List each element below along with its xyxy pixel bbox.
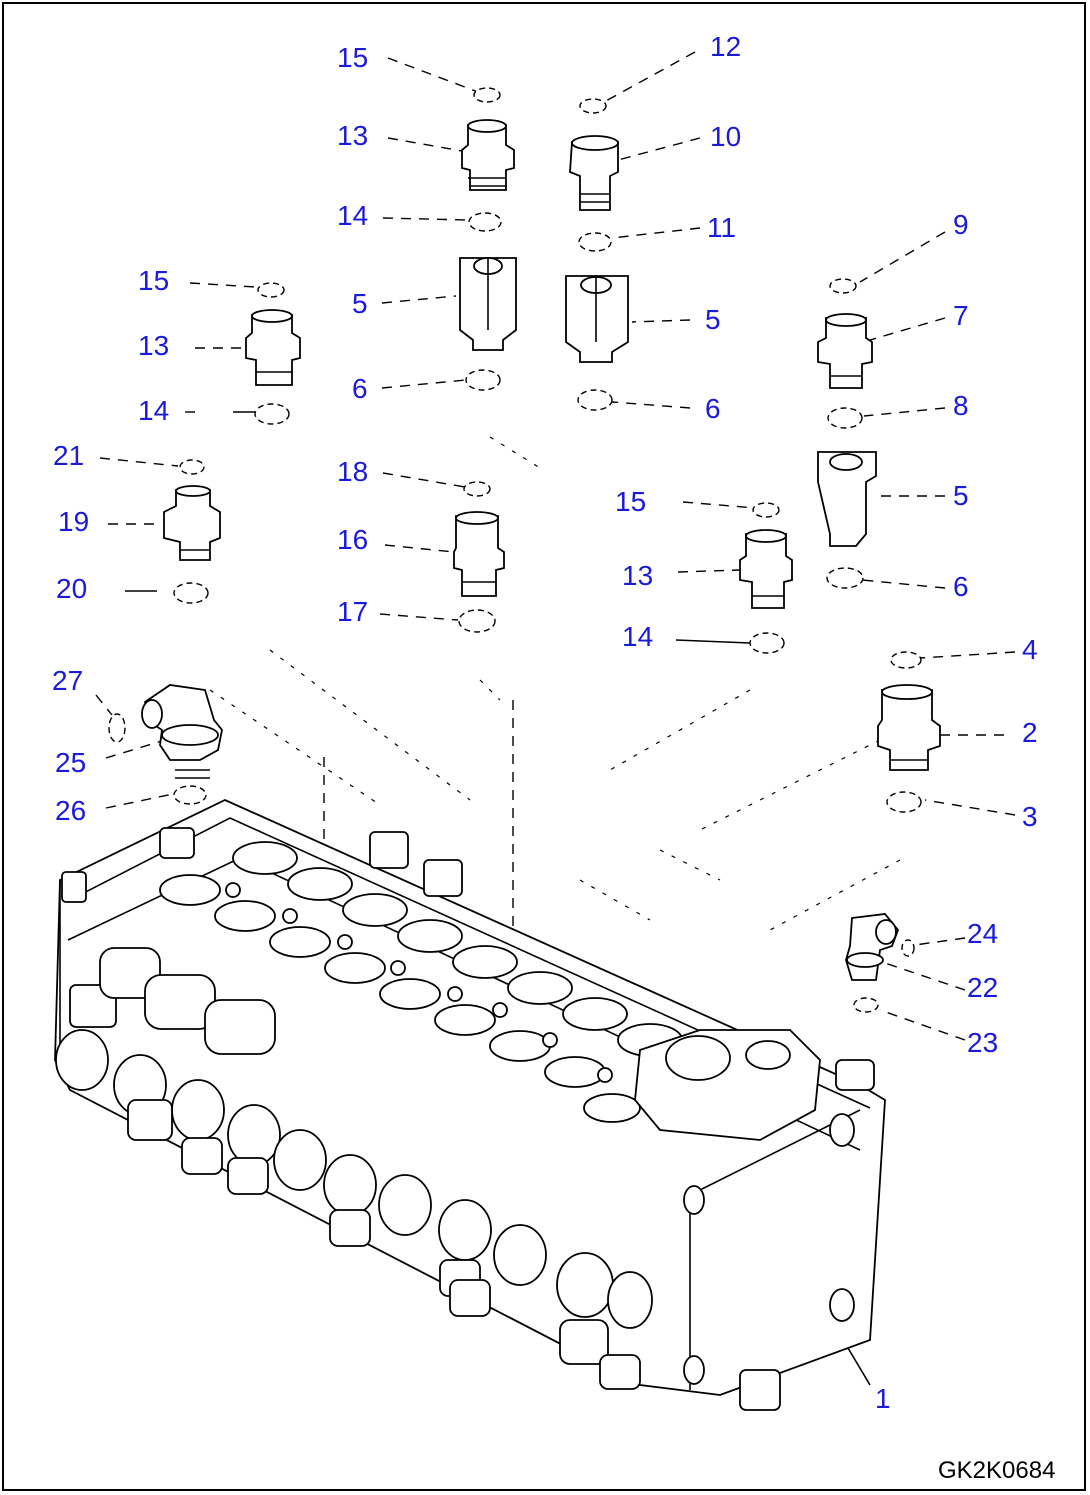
spool-caps	[55, 947, 653, 1390]
callout-20: 20	[56, 573, 87, 604]
callout-6: 6	[352, 373, 368, 404]
callout-13: 13	[622, 560, 653, 591]
callout-3: 3	[1022, 801, 1038, 832]
callout-2: 2	[1022, 717, 1038, 748]
leader-lines	[95, 51, 1016, 1386]
callout-14: 14	[138, 395, 169, 426]
callout-24: 24	[967, 918, 998, 949]
callout-10: 10	[710, 121, 741, 152]
valve-ports	[159, 841, 683, 1123]
callout-14: 14	[622, 621, 653, 652]
main-control-valve-body	[54, 799, 886, 1411]
callout-19: 19	[58, 506, 89, 537]
callout-12: 12	[710, 31, 741, 62]
assembly-guide-lines	[209, 436, 901, 1040]
drawing-number: GK2K0684	[938, 1457, 1055, 1484]
fittings	[141, 119, 941, 981]
callout-15: 15	[615, 486, 646, 517]
callout-13: 13	[138, 330, 169, 361]
callout-13: 13	[337, 120, 368, 151]
callout-27: 27	[52, 665, 83, 696]
callout-23: 23	[967, 1027, 998, 1058]
callout-21: 21	[53, 440, 84, 471]
callout-5: 5	[705, 304, 721, 335]
callout-14: 14	[337, 200, 368, 231]
callout-7: 7	[953, 300, 969, 331]
callout-4: 4	[1022, 634, 1038, 665]
callout-1: 1	[875, 1383, 891, 1414]
callout-9: 9	[953, 209, 969, 240]
o-rings	[108, 87, 922, 1013]
callout-18: 18	[337, 456, 368, 487]
callout-5: 5	[953, 480, 969, 511]
callout-8: 8	[953, 390, 969, 421]
callout-15: 15	[138, 265, 169, 296]
callout-25: 25	[55, 747, 86, 778]
callout-15: 15	[337, 42, 368, 73]
callout-6: 6	[705, 393, 721, 424]
callout-17: 17	[337, 596, 368, 627]
callout-6: 6	[953, 571, 969, 602]
callout-22: 22	[967, 972, 998, 1003]
callout-16: 16	[337, 524, 368, 555]
callout-11: 11	[707, 212, 736, 243]
callout-26: 26	[55, 795, 86, 826]
callout-5: 5	[352, 288, 368, 319]
callouts: 15 12 13 10 14 11 9 15 5 5 7 13 14 6 6 8…	[52, 31, 1038, 1414]
